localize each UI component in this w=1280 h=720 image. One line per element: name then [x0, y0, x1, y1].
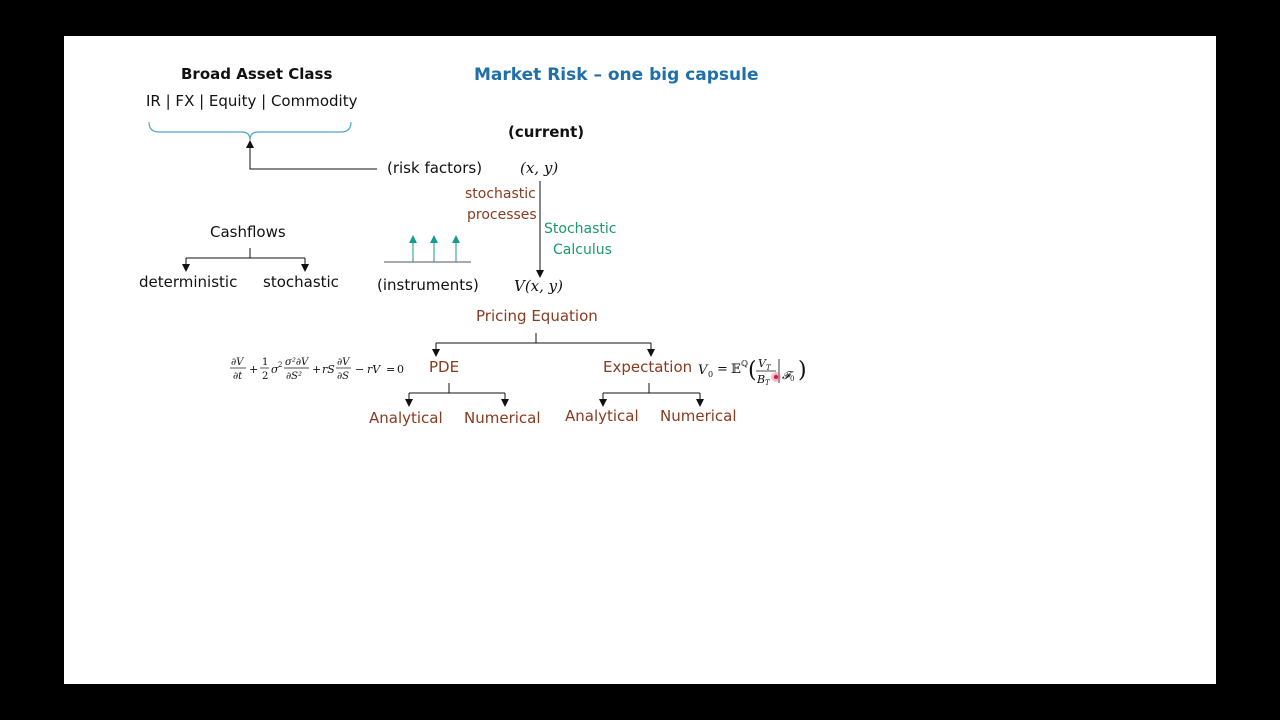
svg-text:): ): [798, 358, 807, 383]
pde-numerical: Numerical: [464, 409, 541, 427]
expectation-label: Expectation: [603, 358, 693, 376]
pde-analytical: Analytical: [369, 409, 443, 427]
svg-text:∂t: ∂t: [233, 371, 243, 382]
svg-text:T: T: [766, 364, 772, 372]
risk-factors-label: (risk factors): [387, 159, 483, 177]
slide-title: Market Risk – one big capsule: [474, 65, 759, 85]
svg-text:∂V: ∂V: [231, 357, 245, 368]
pde-tree: [405, 383, 509, 407]
svg-text:2: 2: [262, 371, 268, 382]
cashflows-deterministic: deterministic: [139, 273, 238, 291]
svg-text:V: V: [758, 357, 767, 370]
svg-text:0: 0: [790, 375, 794, 383]
black-scholes-pde-formula: ∂V ∂t + 1 2 σ 2 σ²∂V ∂S² + rS ∂V ∂S − rV…: [230, 357, 404, 382]
expectation-tree: [599, 383, 704, 407]
expectation-numerical: Numerical: [660, 407, 737, 425]
state-variables: (x, y): [520, 159, 559, 177]
svg-text:σ: σ: [271, 363, 279, 376]
svg-text:∂S²: ∂S²: [286, 371, 302, 382]
asset-class-heading: Broad Asset Class: [181, 65, 333, 83]
svg-text:rV: rV: [367, 363, 381, 376]
svg-text:−: −: [355, 363, 364, 376]
cashflows-tree: [182, 248, 309, 272]
stochastic-processes-line2: processes: [467, 207, 537, 223]
svg-text:T: T: [765, 379, 771, 387]
instruments-label: (instruments): [377, 276, 479, 294]
cashflows-label: Cashflows: [210, 223, 286, 241]
stochastic-calculus-line2: Calculus: [553, 242, 612, 258]
svg-text:(: (: [748, 358, 757, 383]
risk-neutral-expectation-formula: V 0 = 𝔼 ℚ ( V T B T 𝓕 0 ): [698, 357, 807, 387]
svg-text:+: +: [312, 363, 321, 376]
current-label: (current): [508, 123, 585, 141]
instruments-arrows: [384, 235, 471, 263]
svg-text:0: 0: [397, 363, 404, 376]
svg-text:0: 0: [708, 370, 713, 379]
asset-class-list: IR | FX | Equity | Commodity: [146, 92, 358, 110]
stochastic-calculus-line1: Stochastic: [544, 221, 617, 237]
risk-factor-arrow: [246, 140, 377, 170]
svg-text:𝔼: 𝔼: [731, 362, 741, 377]
cashflows-stochastic: stochastic: [263, 273, 339, 291]
svg-text:∂S: ∂S: [337, 371, 349, 382]
svg-text:rS: rS: [322, 363, 335, 376]
svg-text:=: =: [386, 363, 395, 376]
svg-text:B: B: [756, 373, 765, 386]
svg-text:+: +: [249, 363, 258, 376]
svg-text:∂V: ∂V: [337, 357, 351, 368]
cursor-dot: [773, 374, 779, 380]
slide: Market Risk – one big capsule Broad Asse…: [64, 36, 1216, 684]
pricing-equation-label: Pricing Equation: [476, 307, 598, 325]
diagram-connectors: [148, 121, 704, 407]
svg-text:2: 2: [278, 361, 282, 369]
pde-label: PDE: [429, 358, 460, 376]
expectation-analytical: Analytical: [565, 407, 639, 425]
value-function: V(x, y): [514, 277, 564, 295]
pricing-tree: [432, 333, 655, 357]
stochastic-processes-line1: stochastic: [465, 186, 536, 202]
svg-text:=: =: [717, 362, 728, 377]
svg-text:ℚ: ℚ: [741, 359, 748, 368]
svg-text:V: V: [698, 363, 709, 378]
svg-text:σ²∂V: σ²∂V: [285, 357, 310, 368]
svg-text:1: 1: [262, 357, 268, 368]
asset-brace: [148, 121, 352, 141]
